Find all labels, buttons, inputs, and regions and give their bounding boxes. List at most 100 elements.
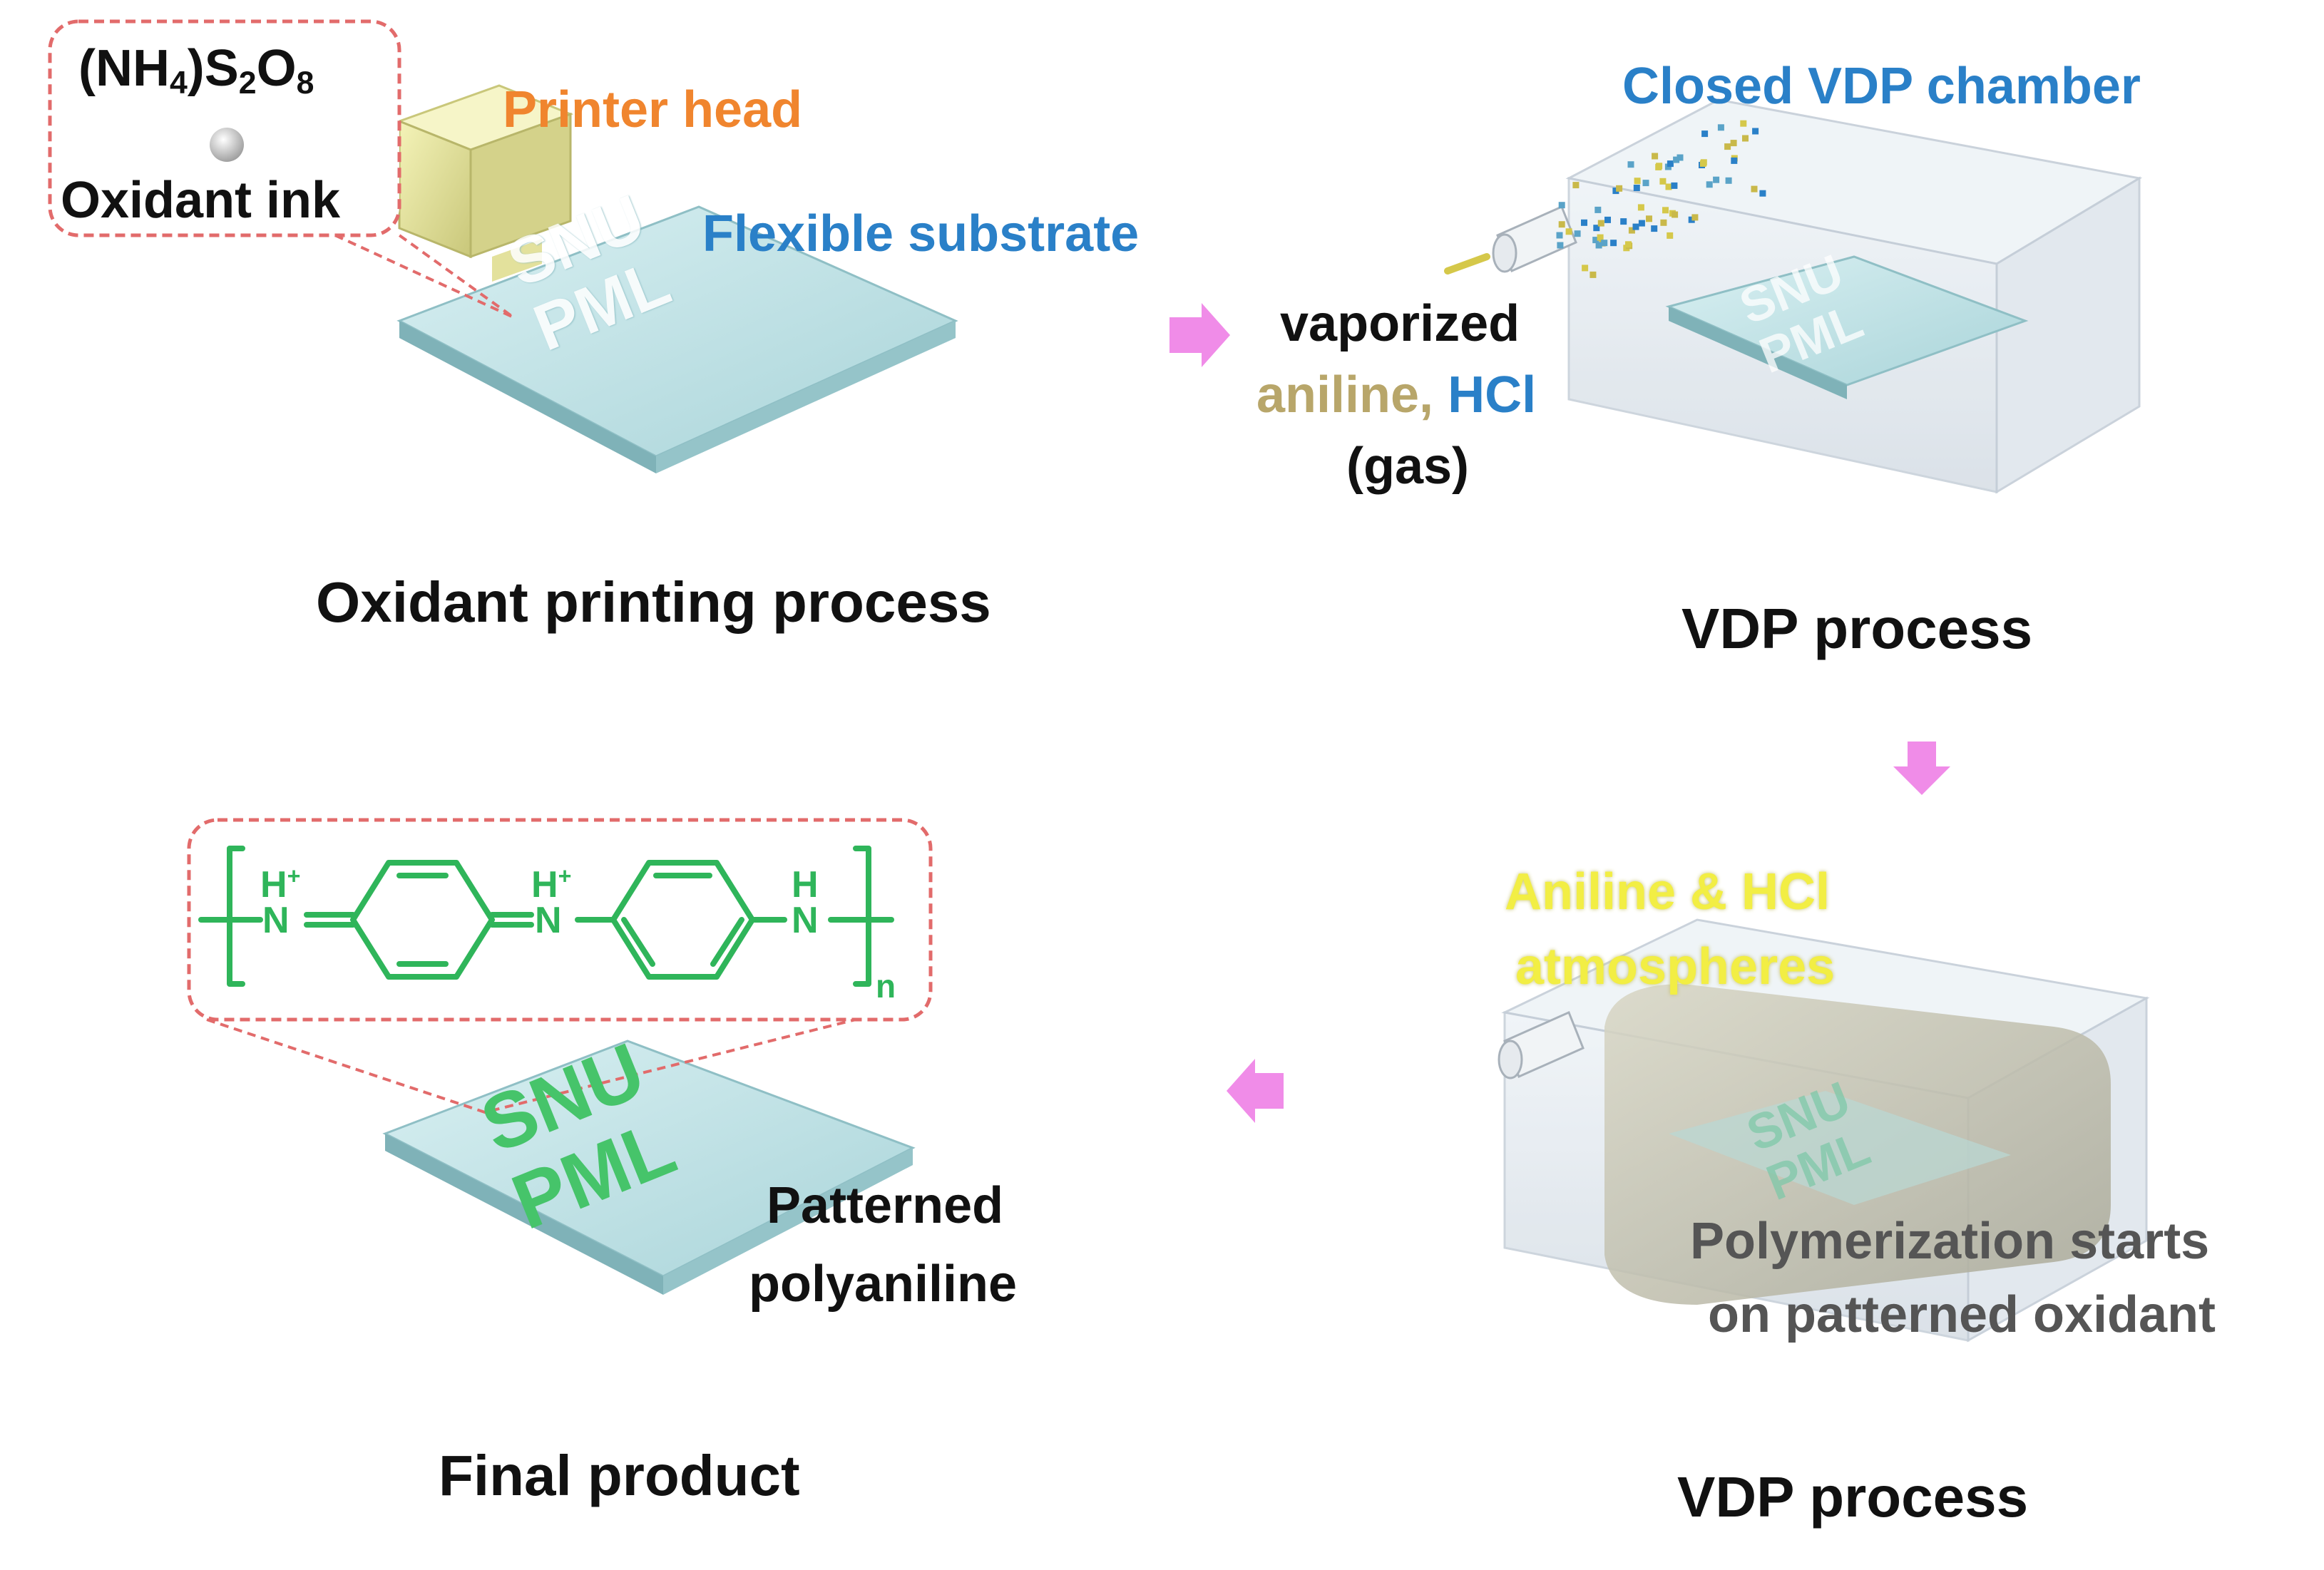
gas-molecule-dot [1659, 178, 1667, 185]
formula-subscript: 4 [169, 66, 188, 101]
gas-molecule-dot [1620, 218, 1627, 225]
gas-molecule-dot [1594, 206, 1602, 213]
printer-head [396, 84, 574, 282]
gas-molecule-dot [1634, 178, 1641, 185]
gas-molecule-dot [1667, 232, 1674, 239]
polymerization-note-1: Polymerization starts [1690, 1213, 2210, 1270]
gas-molecule-dot [1667, 160, 1674, 168]
callout-oxidant-ink [48, 19, 515, 319]
formula-part: )S [187, 40, 239, 97]
gas-inlet-pipe-2 [1498, 1010, 1585, 1079]
gas-molecule-dot [1725, 177, 1732, 184]
gas-molecule-dot [1597, 234, 1604, 241]
gas-molecule-dot [1700, 159, 1707, 166]
caption-oxidant-printing: Oxidant printing process [316, 570, 991, 634]
gas-molecule-dot [1730, 140, 1737, 147]
formula-subscript: 2 [238, 66, 257, 101]
flexible-substrate-label: Flexible substrate [702, 205, 1140, 262]
atmosphere-label-2: atmospheres [1515, 938, 1836, 995]
arrow-down-icon [1893, 742, 1950, 795]
gas-molecule-dot [1713, 176, 1720, 183]
arrow-right-icon [1169, 303, 1230, 367]
substrate-plate-1 [396, 205, 958, 473]
gas-molecule-dot [1604, 216, 1611, 223]
gas-molecule-dot [1582, 265, 1589, 272]
gas-molecule-dot [1638, 220, 1645, 227]
gas-molecule-dot [1642, 180, 1649, 187]
polymerization-note-2: on patterned oxidant [1708, 1286, 2216, 1343]
gas-molecule-dot [1627, 161, 1634, 168]
gas-molecule-dot [1633, 185, 1640, 191]
vdp-chamber-closed [1565, 98, 2143, 494]
patterned-polyaniline-label-1: Patterned [767, 1177, 1004, 1234]
oxidant-ink-label: Oxidant ink [61, 172, 341, 229]
gas-molecule-dot [1590, 271, 1597, 278]
gas-molecule-dot [1558, 221, 1565, 228]
amine-n-2: N [535, 900, 562, 941]
gas-molecule-dot [1595, 242, 1602, 249]
gas-molecule-dot [1651, 225, 1658, 232]
gas-molecule-dot [1717, 124, 1724, 131]
gas-molecule-dot [1592, 237, 1599, 244]
gas-molecule-dot [1751, 185, 1758, 193]
amine-h-2: H+ [531, 865, 571, 903]
repeat-subscript-n: n [876, 968, 896, 1005]
gas-molecule-dot [1557, 242, 1564, 249]
gas-molecule-dot [1740, 120, 1747, 127]
aniline-label: aniline, [1256, 366, 1434, 424]
vdp-chamber-atmosphere [1501, 918, 2150, 1343]
gas-molecule-dot [1724, 143, 1731, 150]
gas-molecule-dot [1597, 220, 1604, 227]
patterned-polyaniline-label-2: polyaniline [749, 1256, 1018, 1313]
printer-head-label: Printer head [503, 81, 803, 138]
gas-inlet-pipe [1444, 205, 1577, 275]
gas-molecule-dot [1742, 135, 1749, 142]
gas-molecule-dot [1691, 214, 1699, 221]
callout-polyaniline [187, 818, 933, 1114]
amine-n-3: N [792, 900, 819, 941]
gas-molecule-dot [1731, 157, 1738, 164]
caption-final-product: Final product [439, 1444, 800, 1507]
formula-part: (NH [78, 40, 170, 97]
gas-molecule-dot [1637, 204, 1644, 211]
gas-molecule-dot [1572, 182, 1580, 189]
gas-molecule-dot [1759, 190, 1766, 197]
charge-plus: + [287, 863, 301, 889]
gas-molecule-dot [1558, 202, 1565, 209]
closed-chamber-label: Closed VDP chamber [1622, 58, 2141, 115]
gas-label-vaporized: vaporized [1280, 295, 1520, 352]
gas-molecule-dot [1671, 182, 1678, 189]
formula-subscript: 8 [296, 66, 314, 101]
gas-molecule-dot [1652, 153, 1659, 160]
formula-part: O [256, 40, 297, 97]
atmosphere-label-1: Aniline & HCl [1505, 863, 1831, 920]
gas-molecule-dot [1672, 211, 1679, 218]
arrow-left-icon [1227, 1059, 1284, 1123]
gas-molecule-dot [1556, 232, 1563, 239]
amine-h-1: H+ [260, 863, 301, 903]
gas-molecule-dot [1593, 225, 1600, 232]
caption-vdp-process-2: VDP process [1677, 1465, 2029, 1529]
gas-molecule-dot [1701, 130, 1709, 138]
caption-vdp-process-1: VDP process [1681, 597, 2033, 660]
gas-molecule-dot [1677, 154, 1684, 161]
polyaniline-structure [198, 846, 894, 987]
gas-molecule-dot [1660, 219, 1667, 226]
gas-molecule-dot [1752, 128, 1759, 135]
gas-molecule-dot [1632, 223, 1639, 230]
gas-molecule-dot [1616, 185, 1623, 192]
amine-n-1: N [262, 900, 290, 941]
gas-molecule-dot [1625, 241, 1632, 248]
gas-molecule-dot [1646, 215, 1652, 222]
gas-molecule-dot [1665, 183, 1672, 190]
amine-h-3: H [792, 864, 819, 905]
oxidant-formula: (NH4)S2O8 [78, 40, 314, 99]
gas-molecule-dot [1565, 228, 1572, 235]
gas-molecule-dot [1673, 156, 1680, 163]
gas-molecule-dot [1581, 219, 1587, 226]
gas-molecule-dot [1612, 188, 1619, 195]
gas-molecules [1556, 120, 1766, 278]
gas-molecule-dot [1656, 163, 1663, 170]
